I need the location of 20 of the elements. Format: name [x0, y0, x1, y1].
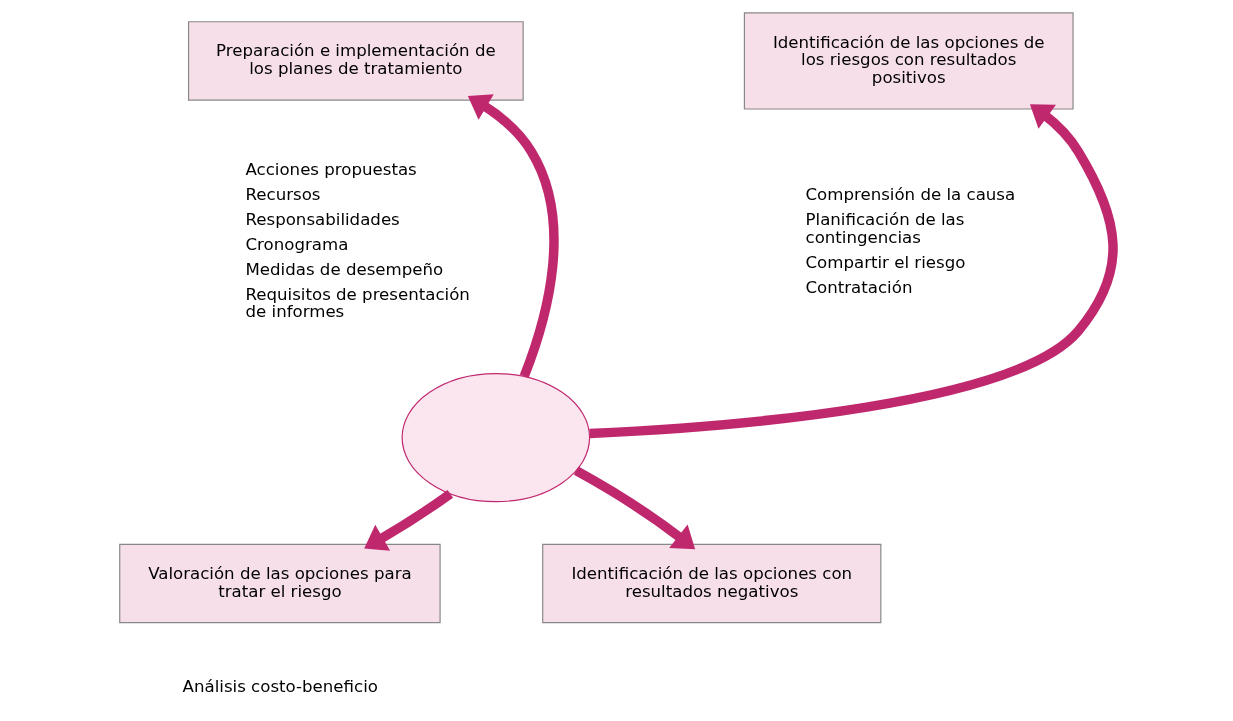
node-label: Análisis costo-beneficio: [182, 676, 378, 696]
arrow: [364, 490, 454, 551]
node-box: Valoración de las opciones para tratar el riesgo: [119, 543, 441, 624]
node-label: Responsabilidades: [245, 209, 400, 229]
node-label: Contratación: [805, 277, 913, 297]
node-label: Requisitos de presentación de informes: [245, 284, 470, 322]
node-box: Identificación de las opciones de los riesgos con resultados positivos: [743, 12, 1074, 110]
node-label: Comprensión de la causa: [805, 184, 1016, 204]
arrow: [467, 94, 559, 378]
arrow: [589, 104, 1118, 439]
node-label: Recursos: [245, 184, 321, 204]
node-box: Preparación e implementación de los planes de tratamiento: [187, 21, 524, 101]
node-box: Identificación de las opciones con resultados negativos: [542, 543, 882, 624]
node-label: Planificación de las contingencias: [805, 209, 965, 247]
node-label: Compartir el riesgo: [805, 252, 966, 272]
node-label: Medidas de desempeño: [245, 259, 444, 279]
node-ellipse: [401, 372, 591, 503]
arrow: [573, 466, 696, 550]
node-label: Cronograma: [245, 234, 349, 254]
node-label: Acciones propuestas: [245, 160, 417, 180]
